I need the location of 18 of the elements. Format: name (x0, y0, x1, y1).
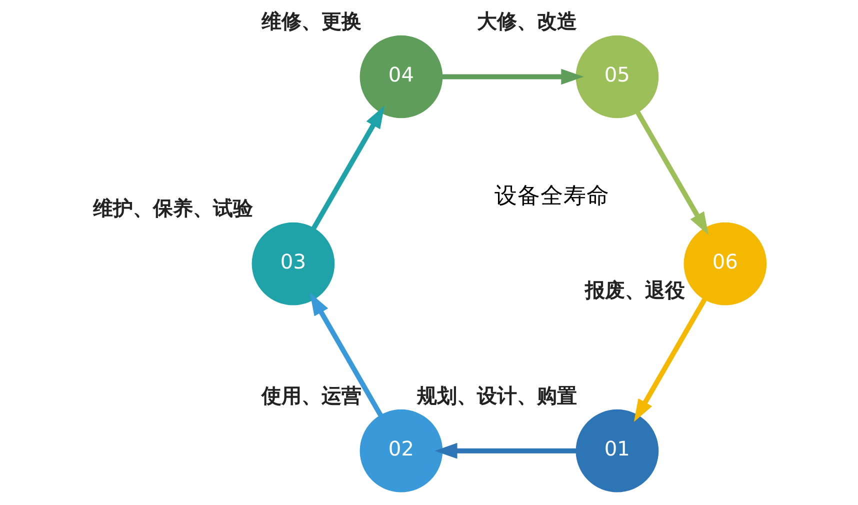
arrow (309, 292, 382, 416)
arrow (311, 106, 384, 230)
node-label: 规划、设计、购置 (416, 383, 576, 408)
node-label: 维护、保养、试验 (92, 196, 253, 220)
node-label: 使用、运营 (260, 383, 361, 408)
node-label: 大修、改造 (476, 9, 577, 34)
arrow (434, 442, 576, 459)
node-circle: 01 (575, 409, 658, 492)
node-circle: 02 (359, 409, 442, 492)
node-circle: 03 (251, 222, 334, 306)
arrow (442, 68, 584, 85)
label: 设备全寿命 (494, 182, 609, 209)
arrow (635, 111, 708, 235)
arrow (633, 298, 706, 422)
node-circle: 05 (575, 35, 658, 118)
node-label: 报废、退役 (584, 278, 685, 302)
node-label: 维修、更换 (260, 9, 361, 34)
node-circle: 04 (359, 35, 442, 118)
